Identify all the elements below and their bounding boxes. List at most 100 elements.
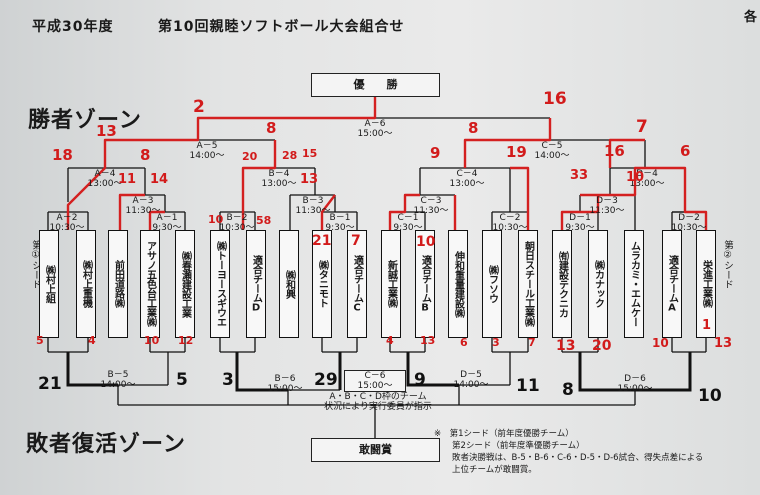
score-mark: 7: [528, 336, 536, 349]
score-mark: 20: [242, 150, 258, 163]
score-mark: 10: [208, 213, 224, 226]
score-mark: 10: [698, 386, 722, 406]
loser-zone-label: 敗者復活ゾーン: [26, 431, 186, 457]
score-mark: 14: [150, 172, 169, 187]
seed-left: 第①シード: [30, 240, 41, 289]
score-mark: 10: [626, 170, 645, 185]
score-mark: 7: [636, 117, 648, 137]
score-mark: 4: [386, 334, 394, 347]
score-mark: 13: [96, 122, 117, 140]
team-box: アサノ五色台工業㈱: [140, 230, 160, 338]
score-mark: 16: [604, 142, 625, 160]
score-mark: 5: [176, 370, 188, 390]
team-box: 朝日スチール工業㈱: [518, 230, 538, 338]
note-line: 上位チームが敢闘賞。: [452, 465, 537, 475]
score-mark: 20: [592, 338, 612, 354]
score-mark: 13: [714, 336, 733, 351]
score-mark: 21: [38, 374, 62, 394]
consolation-box: 敢闘賞: [311, 438, 440, 462]
note-line: 第2シード（前年度準優勝チーム）: [452, 441, 585, 451]
team-box: ㈱フソウ: [482, 230, 502, 338]
score-mark: 33: [570, 168, 589, 183]
score-mark: 10: [144, 334, 160, 347]
team-box: ㈱トーヨースギウエ: [210, 230, 230, 338]
note-line: 敗者決勝戦は、B-5・B-6・C-6・D-5・D-6試合、得失点差による: [452, 453, 704, 463]
team-box: 適合チームB: [415, 230, 435, 338]
team-box: ㈱タニモト: [312, 230, 332, 338]
score-mark: 7: [351, 233, 361, 249]
score-mark: 8: [140, 146, 151, 164]
score-mark: 6: [460, 336, 468, 349]
score-mark: 2: [193, 97, 205, 117]
team-box: 適合チームD: [246, 230, 266, 338]
score-mark: 15: [302, 147, 318, 160]
score-mark: 13: [420, 334, 436, 347]
score-mark: 12: [178, 334, 194, 347]
score-mark: 4: [88, 334, 96, 347]
team-box: ㈱春瀬建設工業: [175, 230, 195, 338]
seed-right: 第②シード: [722, 240, 733, 289]
score-mark: 21: [312, 233, 332, 249]
winner-zone-label: 勝者ゾーン: [28, 107, 142, 133]
score-mark: 29: [314, 370, 338, 390]
score-mark: 16: [543, 89, 567, 109]
score-mark: 18: [52, 146, 73, 164]
team-box: ㈱カナック: [588, 230, 608, 338]
score-mark: 6: [680, 142, 691, 160]
note-line: ※ 第1シード（前年度優勝チーム）: [434, 429, 574, 439]
score-mark: 1: [702, 318, 712, 333]
page-title: 第10回親睦ソフトボール大会組合せ: [158, 19, 405, 35]
score-mark: 5: [36, 334, 44, 347]
final-box: 優 勝: [311, 73, 440, 97]
c6-note: A・B・C・D枠のチーム状況により実行委員が指示: [324, 392, 432, 412]
team-box: 適合チームA: [662, 230, 682, 338]
team-box: 適合チームC: [347, 230, 367, 338]
team-box: 前田道路㈱: [108, 230, 128, 338]
edge-text: 各: [744, 10, 758, 25]
score-mark: 3: [492, 336, 500, 349]
score-mark: 9: [430, 144, 441, 162]
score-mark: 13: [556, 338, 576, 354]
score-mark: 8: [266, 119, 277, 137]
team-box: ㈱和興: [279, 230, 299, 338]
score-mark: 19: [506, 143, 527, 161]
score-mark: 10: [652, 336, 669, 350]
team-box: ムラカミ・エムケー: [624, 230, 644, 338]
score-mark: 3: [222, 370, 234, 390]
score-mark: 58: [256, 214, 272, 227]
score-mark: 28: [282, 149, 298, 162]
team-box: 栄進工業㈱: [696, 230, 716, 338]
team-box: ㈲建設テクニカ: [552, 230, 572, 338]
score-mark: 13: [300, 172, 319, 187]
score-mark: 11: [118, 172, 137, 187]
team-box: 新誠工業㈱: [381, 230, 401, 338]
score-mark: 11: [516, 376, 540, 396]
score-mark: 10: [416, 234, 436, 250]
score-mark: 8: [468, 119, 479, 137]
team-box: ㈱村上組: [39, 230, 59, 338]
year-label: 平成30年度: [32, 19, 114, 35]
